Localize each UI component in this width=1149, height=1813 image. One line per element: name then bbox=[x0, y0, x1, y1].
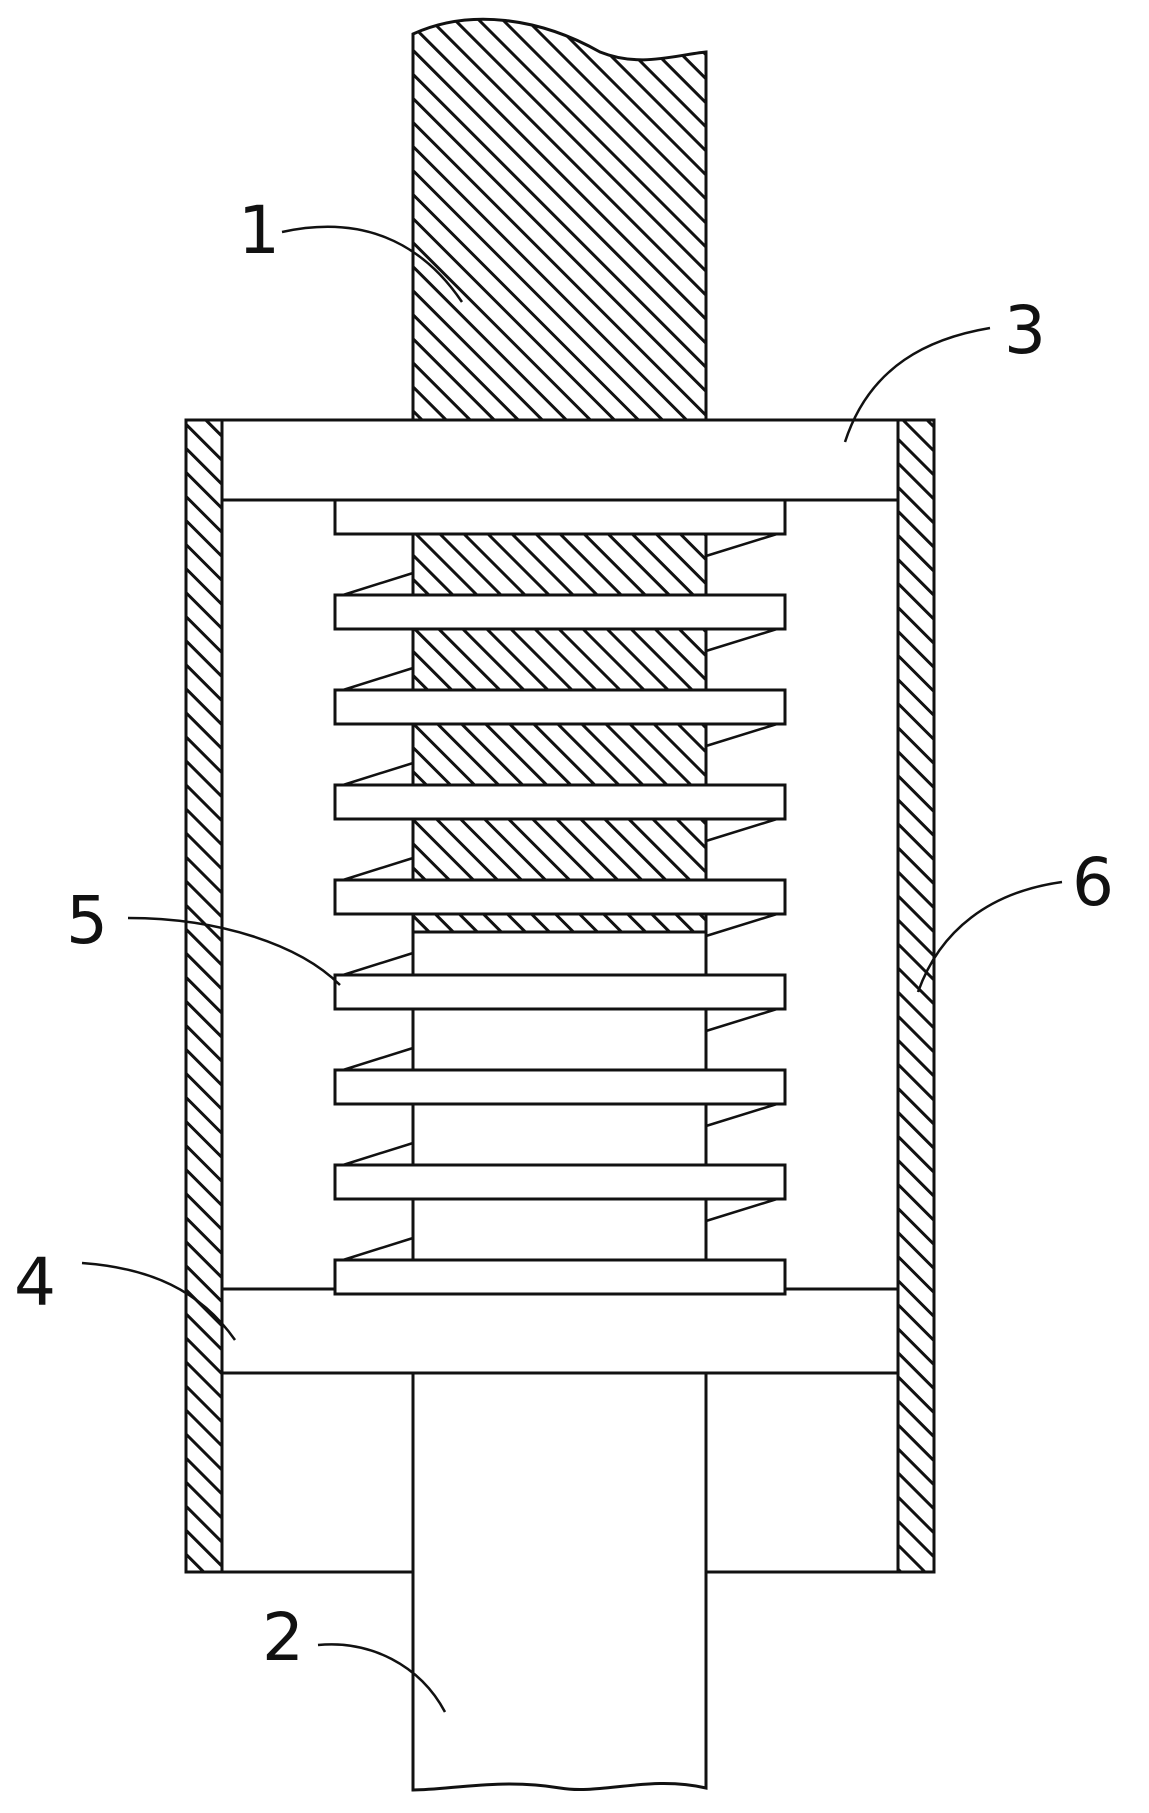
spring-wire-right-7 bbox=[705, 1102, 778, 1128]
label-spring: 5 bbox=[66, 882, 108, 959]
spring-ring-3 bbox=[333, 688, 787, 726]
spring-wire-right-8 bbox=[705, 1197, 778, 1223]
spring-ring-7 bbox=[333, 1068, 787, 1106]
label-upper-rod: 1 bbox=[238, 192, 280, 269]
spring-wire-left-7 bbox=[342, 1141, 414, 1167]
spring-ring-9 bbox=[333, 1258, 787, 1296]
spring-ring-2 bbox=[333, 593, 787, 631]
lower-rod bbox=[411, 1371, 708, 1792]
spring-wire-right-3 bbox=[705, 722, 778, 748]
leader-line-1 bbox=[281, 225, 464, 303]
label-sleeve: 6 bbox=[1072, 844, 1114, 921]
leader-line-6 bbox=[916, 880, 1063, 993]
spring-wire-right-6 bbox=[705, 1007, 778, 1033]
sleeve-right-wall bbox=[896, 418, 936, 1574]
spring-wire-left-8 bbox=[342, 1236, 414, 1262]
leader-line-5 bbox=[127, 916, 341, 986]
spring-wire-right-4 bbox=[705, 817, 778, 843]
spring-wire-left-6 bbox=[342, 1046, 414, 1072]
upper-rod bbox=[411, 17, 708, 422]
spring-wire-left-3 bbox=[342, 761, 414, 787]
sleeve-left-wall bbox=[184, 418, 224, 1574]
spring-wire-right-1 bbox=[705, 532, 778, 558]
upper-plate bbox=[220, 418, 900, 502]
spring-wire-left-5 bbox=[342, 951, 414, 977]
label-upper-plate: 3 bbox=[1004, 292, 1046, 369]
spring-wire-right-5 bbox=[705, 912, 778, 938]
spring-wire-left-1 bbox=[342, 571, 414, 597]
spring-ring-6 bbox=[333, 973, 787, 1011]
spring-wire-left-2 bbox=[342, 666, 414, 692]
lower-plate bbox=[220, 1287, 900, 1375]
leader-line-2 bbox=[317, 1643, 447, 1713]
spring-ring-5 bbox=[333, 878, 787, 916]
spring-wire-left-4 bbox=[342, 856, 414, 882]
leader-line-3 bbox=[843, 326, 991, 443]
spring-wire-right-2 bbox=[705, 627, 778, 653]
spring-ring-8 bbox=[333, 1163, 787, 1201]
spring-ring-4 bbox=[333, 783, 787, 821]
leader-line-4 bbox=[81, 1261, 237, 1341]
spring-ring-1 bbox=[333, 498, 787, 536]
spring-coil bbox=[342, 532, 778, 1262]
spring-rings bbox=[333, 498, 787, 1296]
label-lower-rod: 2 bbox=[262, 1599, 304, 1676]
label-lower-plate: 4 bbox=[14, 1244, 56, 1321]
